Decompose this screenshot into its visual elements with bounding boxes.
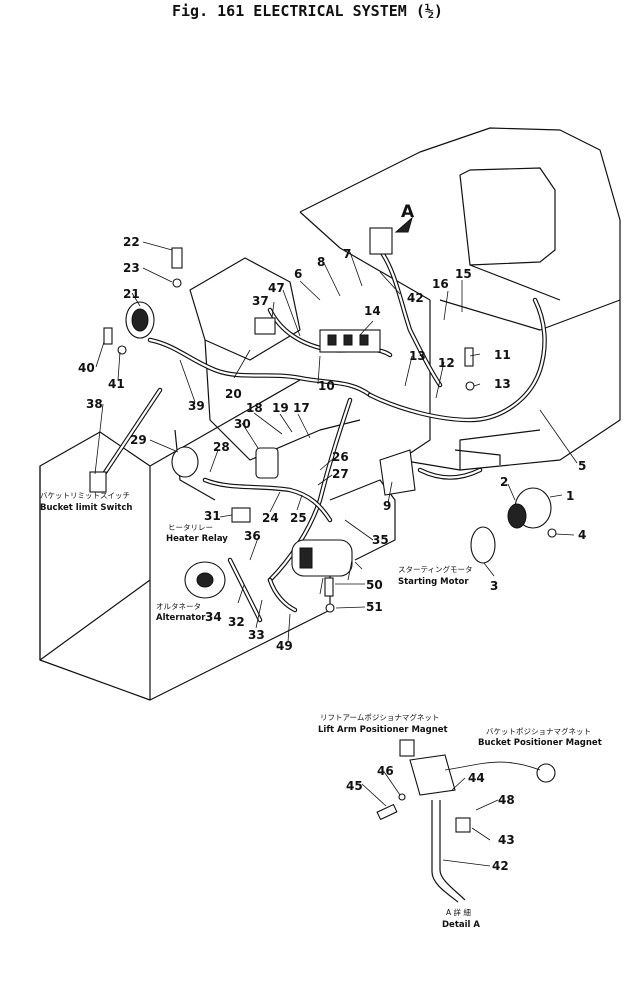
callout-2: 2 (500, 475, 508, 489)
callout-27: 27 (332, 467, 349, 481)
bucket-limit-switch (89, 471, 107, 493)
callout-10: 10 (318, 379, 335, 393)
callout-42: 42 (407, 291, 424, 305)
lift-arm-magnet-label: Lift Arm Positioner Magnet (318, 725, 448, 735)
callout-17: 17 (293, 401, 310, 415)
battery-relay (255, 447, 279, 479)
callout-18: 18 (246, 401, 263, 415)
bucket-positioner-magnet (536, 763, 556, 783)
callout-7: 7 (343, 247, 351, 261)
callout-49: 49 (276, 639, 293, 653)
alternator-label: Alternator (156, 613, 206, 623)
bolt (324, 577, 334, 597)
callout-33: 33 (248, 628, 265, 642)
callout-12: 12 (438, 356, 455, 370)
callout-32: 32 (228, 615, 245, 629)
figure-title: Fig. 161 ELECTRICAL SYSTEM (½) (172, 2, 443, 20)
callout-19: 19 (272, 401, 289, 415)
fuse-holder (254, 317, 276, 335)
callout-5: 5 (578, 459, 586, 473)
callout-24: 24 (262, 511, 279, 525)
callout-22: 22 (123, 235, 140, 249)
callout-1: 1 (566, 489, 574, 503)
detail-a-label: Detail A (442, 920, 480, 930)
callout-20: 20 (225, 387, 242, 401)
callout-28: 28 (213, 440, 230, 454)
heater-relay (231, 507, 251, 523)
horn (171, 446, 199, 478)
callout-15: 15 (455, 267, 472, 281)
callout-37: 37 (252, 294, 269, 308)
callout-4: 4 (578, 528, 586, 542)
callout-40: 40 (78, 361, 95, 375)
callout-23: 23 (123, 261, 140, 275)
bucket-limit-switch-label: Bucket limit Switch (40, 503, 132, 513)
callout-38: 38 (86, 397, 103, 411)
callout-50: 50 (366, 578, 383, 592)
rear-frame-outline (39, 127, 621, 701)
callout-42-detail: 42 (492, 859, 509, 873)
callout-51: 51 (366, 600, 383, 614)
bucket-magnet-label: Bucket Positioner Magnet (478, 738, 602, 748)
alternator-jp: オルタネータ (156, 602, 201, 611)
heater-relay-label: Heater Relay (166, 534, 228, 544)
bracket (379, 449, 416, 496)
bucket-limit-switch-jp: バケットリミットスイッチ (40, 491, 130, 500)
detail-a-jp: A 詳 細 (446, 907, 471, 917)
wiring-harness (97, 247, 547, 623)
bolt (103, 327, 113, 345)
leader-lines (94, 241, 578, 867)
callout-13b: 13 (494, 377, 511, 391)
lift-arm-magnet-jp: リフトアームポジショナマグネット (320, 712, 439, 722)
lamp-ring (470, 526, 496, 564)
callout-43: 43 (498, 833, 515, 847)
callout-13a: 13 (409, 349, 426, 363)
callout-34: 34 (205, 610, 222, 624)
callout-21: 21 (123, 287, 140, 301)
callout-46: 46 (377, 764, 394, 778)
callout-8: 8 (317, 255, 325, 269)
callout-30: 30 (234, 417, 251, 431)
callout-44: 44 (468, 771, 485, 785)
callout-35: 35 (372, 533, 389, 547)
callout-48: 48 (498, 793, 515, 807)
component-labels: バケットリミットスイッチ Bucket limit Switch ヒータリレー … (40, 491, 602, 930)
heater-relay-jp: ヒータリレー (168, 523, 213, 532)
callout-25: 25 (290, 511, 307, 525)
starting-motor-label: Starting Motor (398, 577, 469, 587)
components (89, 216, 557, 613)
detail-a-inset (376, 739, 556, 903)
callout-3: 3 (490, 579, 498, 593)
view-a-arrow (394, 216, 413, 233)
callout-29: 29 (130, 433, 147, 447)
bolt (171, 247, 183, 269)
callout-26: 26 (332, 450, 349, 464)
starting-motor-jp: スターティングモータ (398, 564, 473, 574)
positioner-magnet (369, 227, 393, 255)
callout-41: 41 (108, 377, 125, 391)
callout-45: 45 (346, 779, 363, 793)
callout-11: 11 (494, 348, 511, 362)
callout-47: 47 (268, 281, 285, 295)
callout-6: 6 (294, 267, 302, 281)
callout-14: 14 (364, 304, 381, 318)
bucket-magnet-jp: バケットポジショナマグネット (486, 726, 591, 736)
callout-numbers: 1 2 3 4 5 6 7 8 9 10 11 12 13 13 14 15 1… (78, 202, 586, 873)
view-marker-a: A (401, 202, 415, 222)
callout-31: 31 (204, 509, 221, 523)
callout-39: 39 (188, 399, 205, 413)
callout-16: 16 (432, 277, 449, 291)
callout-9: 9 (383, 499, 391, 513)
callout-36: 36 (244, 529, 261, 543)
bolt (464, 347, 474, 367)
